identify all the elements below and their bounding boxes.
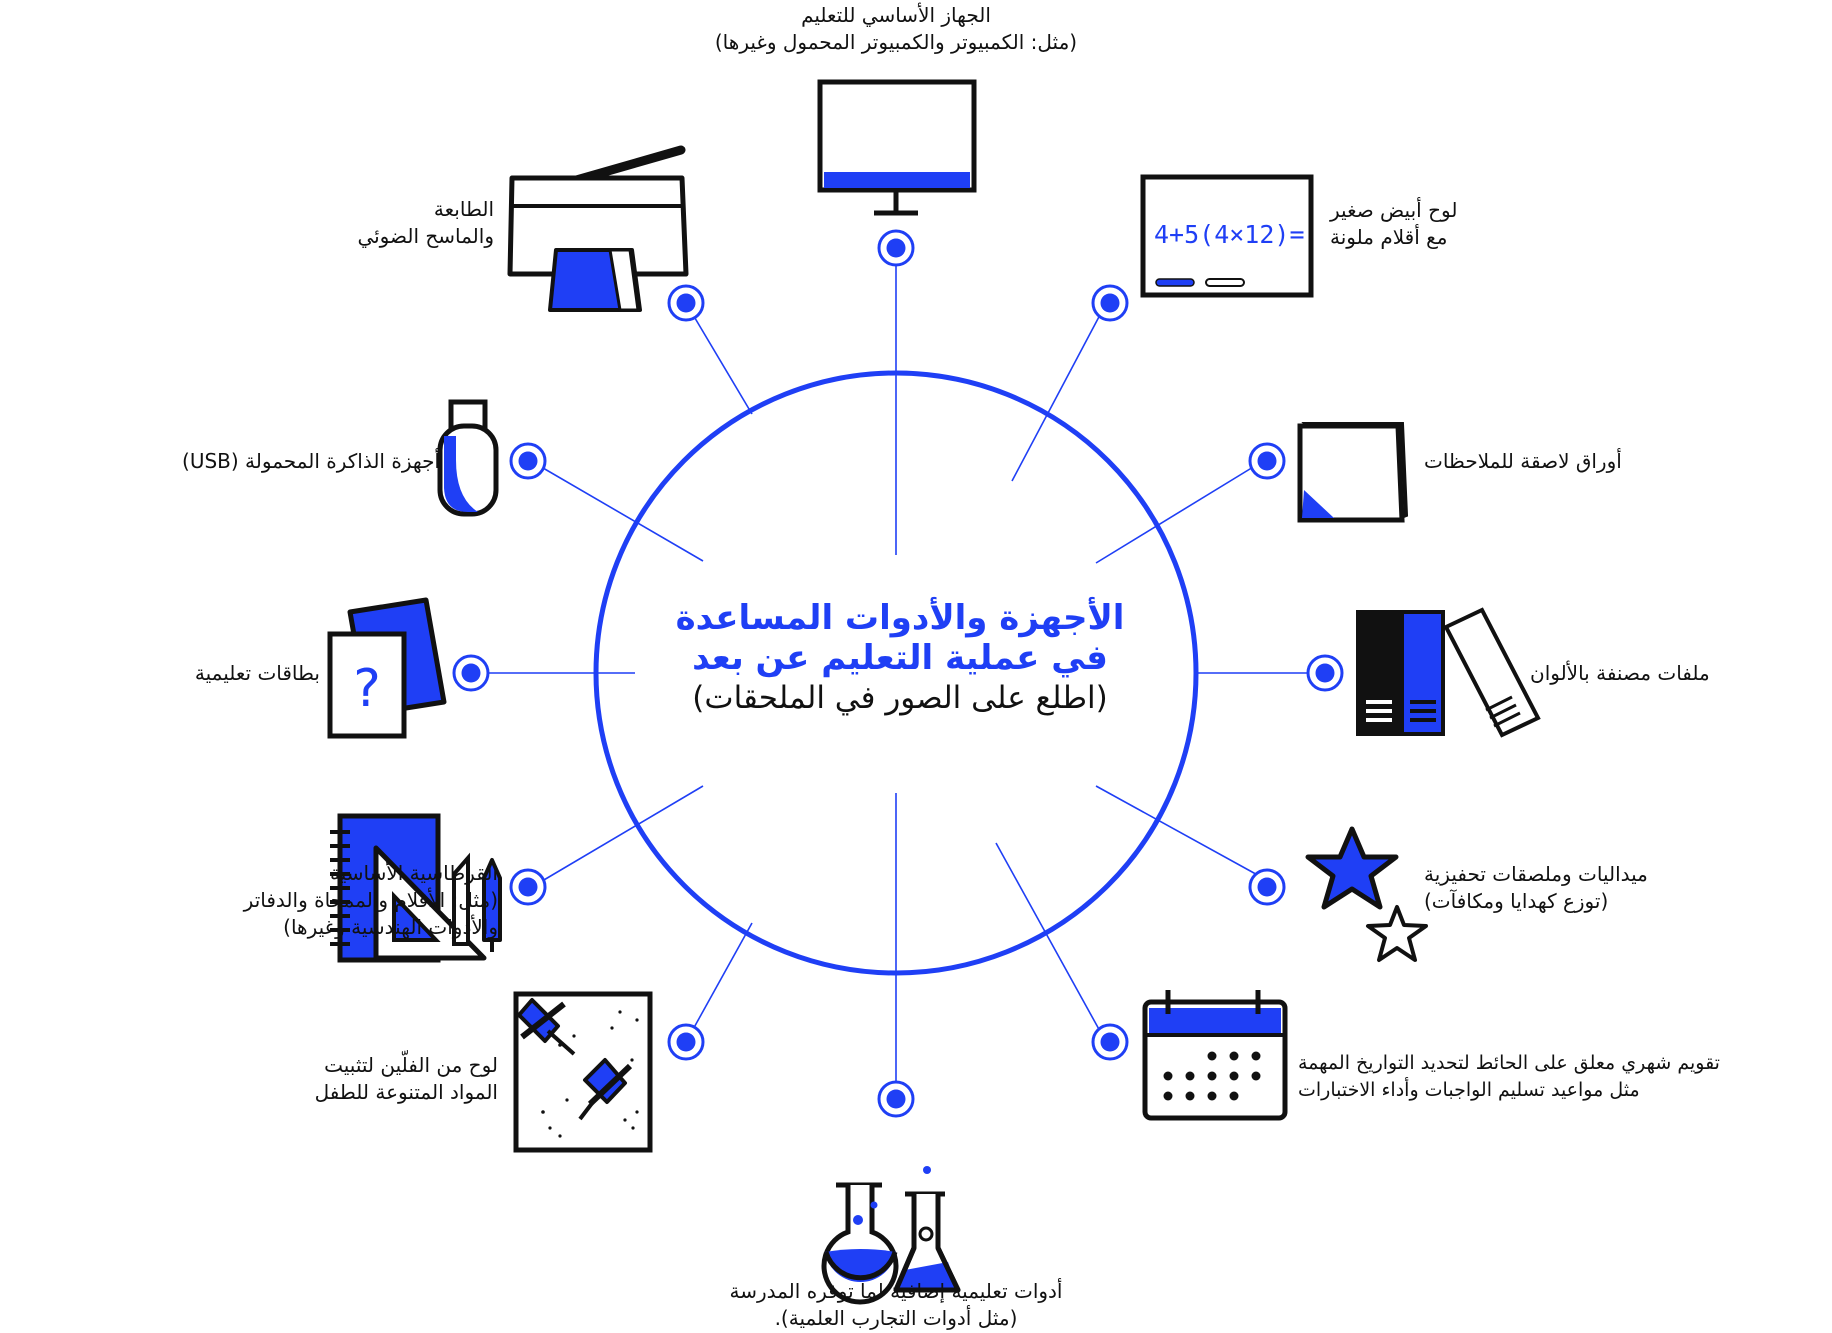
whiteboard-formula: 4+5(4×12)= (1154, 220, 1305, 249)
label-whiteboard: لوح أبيض صغير مع أقلام ملونة (1330, 197, 1457, 251)
hotspot-science-tools[interactable] (877, 1080, 915, 1118)
label-science-line1: أدوات تعليمية إضافية لما توفره المدرسة (729, 1279, 1063, 1303)
label-binders-line1: ملفات مصنفة بالألوان (1530, 661, 1710, 685)
center-title: الأجهزة والأدوات المساعدة في عملية التعل… (600, 598, 1200, 718)
label-calendar-line1: تقويم شهري معلق على الحائط لتحديد التوار… (1298, 1052, 1720, 1074)
label-medals-line1: ميداليات وملصقات تحفيزية (1424, 862, 1648, 886)
lab-flasks-icon (821, 1166, 961, 1305)
label-computer-line1: الجهاز الأساسي للتعليم (801, 3, 991, 27)
label-whiteboard-line1: لوح أبيض صغير (1330, 198, 1458, 222)
label-whiteboard-line2: مع أقلام ملونة (1330, 225, 1448, 249)
hotspot-flashcards[interactable] (452, 654, 490, 692)
hotspot-binders[interactable] (1306, 654, 1344, 692)
title-line-2: في عملية التعليم عن بعد (692, 638, 1108, 678)
connector-lines (471, 265, 1325, 1099)
label-flashcards: بطاقات تعليمية (195, 660, 320, 687)
hotspot-sticky-notes[interactable] (1248, 442, 1286, 480)
hotspot-computer[interactable] (877, 229, 915, 267)
label-stationery-line3: والأدوات الهندسية وغيرها) (283, 915, 498, 939)
flashcards-icon: ? (327, 597, 447, 739)
hotspot-printer[interactable] (667, 284, 705, 322)
label-computer: الجهاز الأساسي للتعليم (مثل: الكمبيوتر و… (596, 2, 1196, 56)
label-medals: ميداليات وملصقات تحفيزية (توزع كهدايا وم… (1424, 861, 1648, 915)
title-subtitle: (اطلع على الصور في الملحقات) (692, 680, 1108, 716)
label-science-line2: (مثل أدوات التجارب العلمية). (774, 1306, 1018, 1330)
hotspot-stationery[interactable] (509, 868, 547, 906)
hotspot-usb[interactable] (509, 442, 547, 480)
calendar-icon (1142, 990, 1288, 1121)
usb-drive-icon (437, 399, 499, 517)
hotspot-corkboard[interactable] (667, 1023, 705, 1061)
hotspot-whiteboard[interactable] (1091, 284, 1129, 322)
label-computer-line2: (مثل: الكمبيوتر والكمبيوتر المحمول وغيره… (714, 30, 1078, 54)
label-flashcards-line1: بطاقات تعليمية (194, 661, 320, 685)
binders-icon (1356, 607, 1541, 738)
label-usb-line1: أجهزة الذاكرة المحمولة (USB) (182, 449, 440, 473)
label-science: أدوات تعليمية إضافية لما توفره المدرسة (… (646, 1278, 1146, 1332)
hotspot-calendar[interactable] (1091, 1023, 1129, 1061)
label-printer-line2: والماسح الضوئي (357, 224, 494, 248)
label-calendar: تقويم شهري معلق على الحائط لتحديد التوار… (1298, 1050, 1720, 1104)
label-corkboard-line2: المواد المتنوعة للطفل (314, 1080, 498, 1104)
label-sticky-notes: أوراق لاصقة للملاحظات (1424, 448, 1622, 475)
label-stationery-line1: القرطاسية الأساسية (329, 861, 498, 885)
hotspot-medals[interactable] (1248, 868, 1286, 906)
label-stationery-line2: (مثل: الأقلام والممحاة والدفاتر (243, 888, 498, 912)
stars-icon (1305, 826, 1428, 962)
flashcard-question-mark: ? (353, 659, 381, 719)
label-calendar-line2: مثل مواعيد تسليم الواجبات وأداء الاختبار… (1298, 1079, 1640, 1101)
sticky-note-icon (1297, 422, 1409, 523)
computer-monitor-icon (817, 79, 977, 216)
label-binders: ملفات مصنفة بالألوان (1530, 660, 1710, 687)
title-line-1: الأجهزة والأدوات المساعدة (675, 598, 1125, 638)
printer-scanner-icon (507, 145, 689, 312)
label-corkboard-line1: لوح من الفلّين لتثبيت (324, 1053, 498, 1077)
corkboard-icon (513, 991, 653, 1153)
label-medals-line2: (توزع كهدايا ومكافآت) (1424, 889, 1609, 913)
label-stationery: القرطاسية الأساسية (مثل: الأقلام والممحا… (244, 860, 498, 941)
whiteboard-icon: 4+5(4×12)= (1140, 174, 1314, 298)
label-corkboard: لوح من الفلّين لتثبيت المواد المتنوعة لل… (315, 1052, 498, 1106)
label-sticky-notes-line1: أوراق لاصقة للملاحظات (1424, 449, 1622, 473)
stationery-icon (330, 813, 502, 963)
label-printer-line1: الطابعة (433, 197, 494, 221)
label-printer: الطابعة والماسح الضوئي (357, 196, 494, 250)
label-usb: أجهزة الذاكرة المحمولة (USB) (182, 448, 440, 475)
